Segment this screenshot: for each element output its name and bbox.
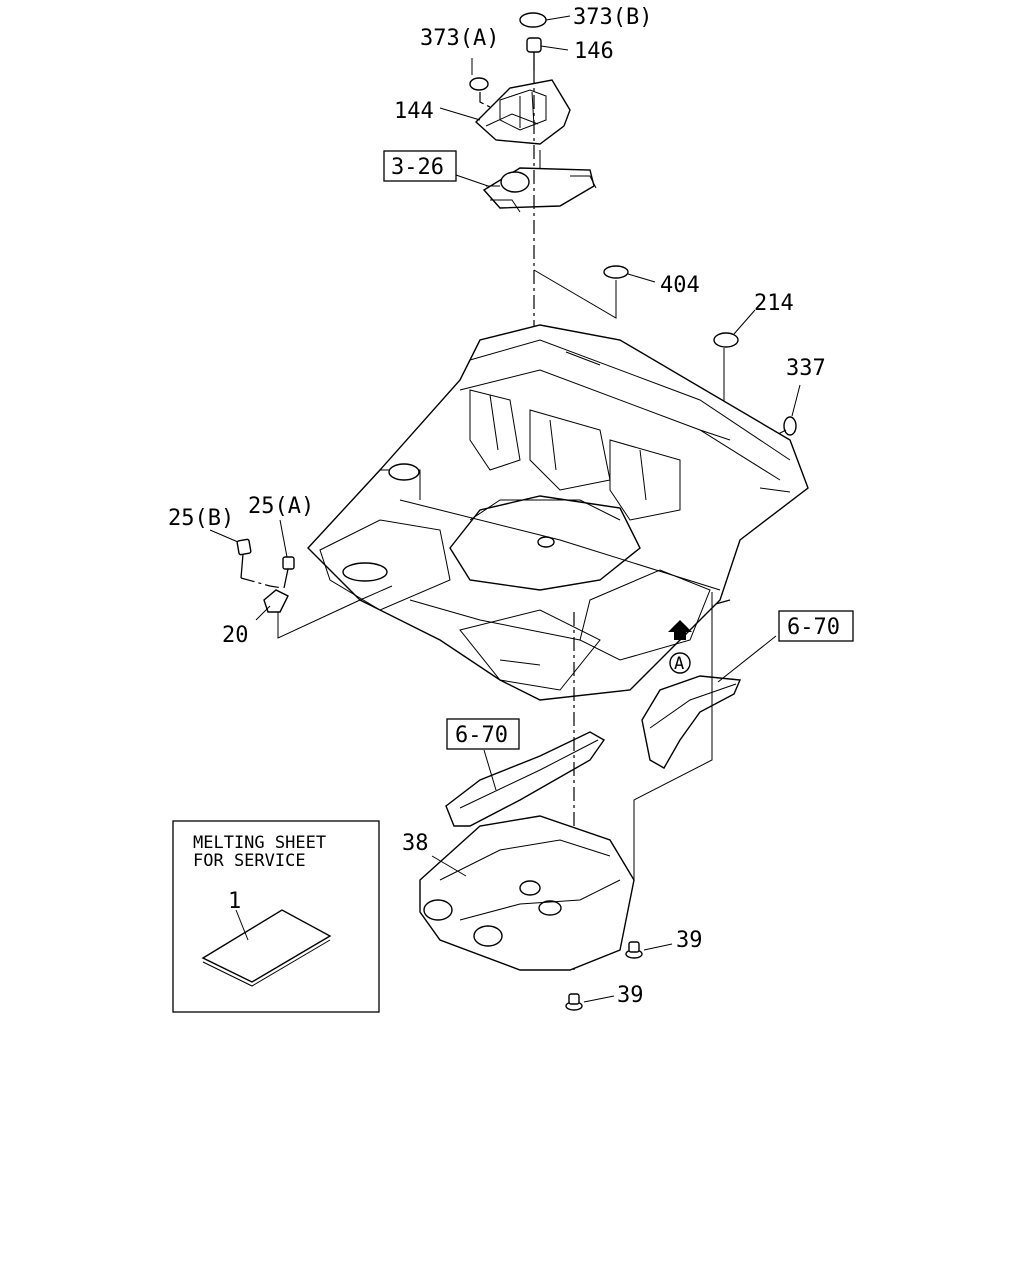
heat-shield-38 [419, 815, 635, 971]
floor-panel [307, 324, 809, 701]
arrow-a [668, 620, 692, 674]
ref-box-6-70-right[interactable]: 6-70 [787, 615, 840, 640]
bolt-25a [279, 519, 295, 589]
side-rail-left [445, 731, 606, 827]
callout-214: 214 [754, 291, 794, 316]
callout-373a: 373(A) [420, 26, 499, 51]
callout-1: 1 [228, 889, 241, 914]
callout-25a: 25(A) [248, 494, 314, 519]
plug-404 [533, 265, 656, 319]
callout-39-left: 39 [617, 983, 644, 1008]
shift-lever-assy [455, 150, 597, 213]
cover-144 [439, 79, 571, 145]
side-rail-right [641, 635, 777, 769]
callout-20: 20 [222, 623, 249, 648]
callout-38: 38 [402, 831, 429, 856]
service-box-title-2: FOR SERVICE [193, 851, 306, 871]
ref-box-3-26-frame [383, 150, 457, 182]
view-ref-a: A [674, 654, 684, 674]
callout-39-right: 39 [676, 928, 703, 953]
melting-sheet-1 [201, 909, 332, 987]
callout-25b: 25(B) [168, 506, 234, 531]
callout-404: 404 [660, 273, 700, 298]
callout-146: 146 [574, 39, 614, 64]
bolt-39-right [625, 941, 673, 959]
ref-box-6-70-right-frame [778, 610, 854, 642]
bracket-20 [255, 585, 393, 639]
callout-337: 337 [786, 356, 826, 381]
ref-box-6-70-left-frame [446, 718, 520, 750]
ref-box-6-70-left[interactable]: 6-70 [455, 723, 508, 748]
callout-144: 144 [394, 99, 434, 124]
plug-373b [519, 12, 571, 28]
bolt-146 [526, 37, 569, 70]
service-box-title-1: MELTING SHEET [193, 833, 326, 853]
callout-373b: 373(B) [573, 5, 652, 30]
bolt-25b [209, 529, 252, 579]
ref-box-3-26[interactable]: 3-26 [391, 155, 444, 180]
bolt-39-left [565, 993, 615, 1011]
plug-373a [469, 58, 493, 109]
